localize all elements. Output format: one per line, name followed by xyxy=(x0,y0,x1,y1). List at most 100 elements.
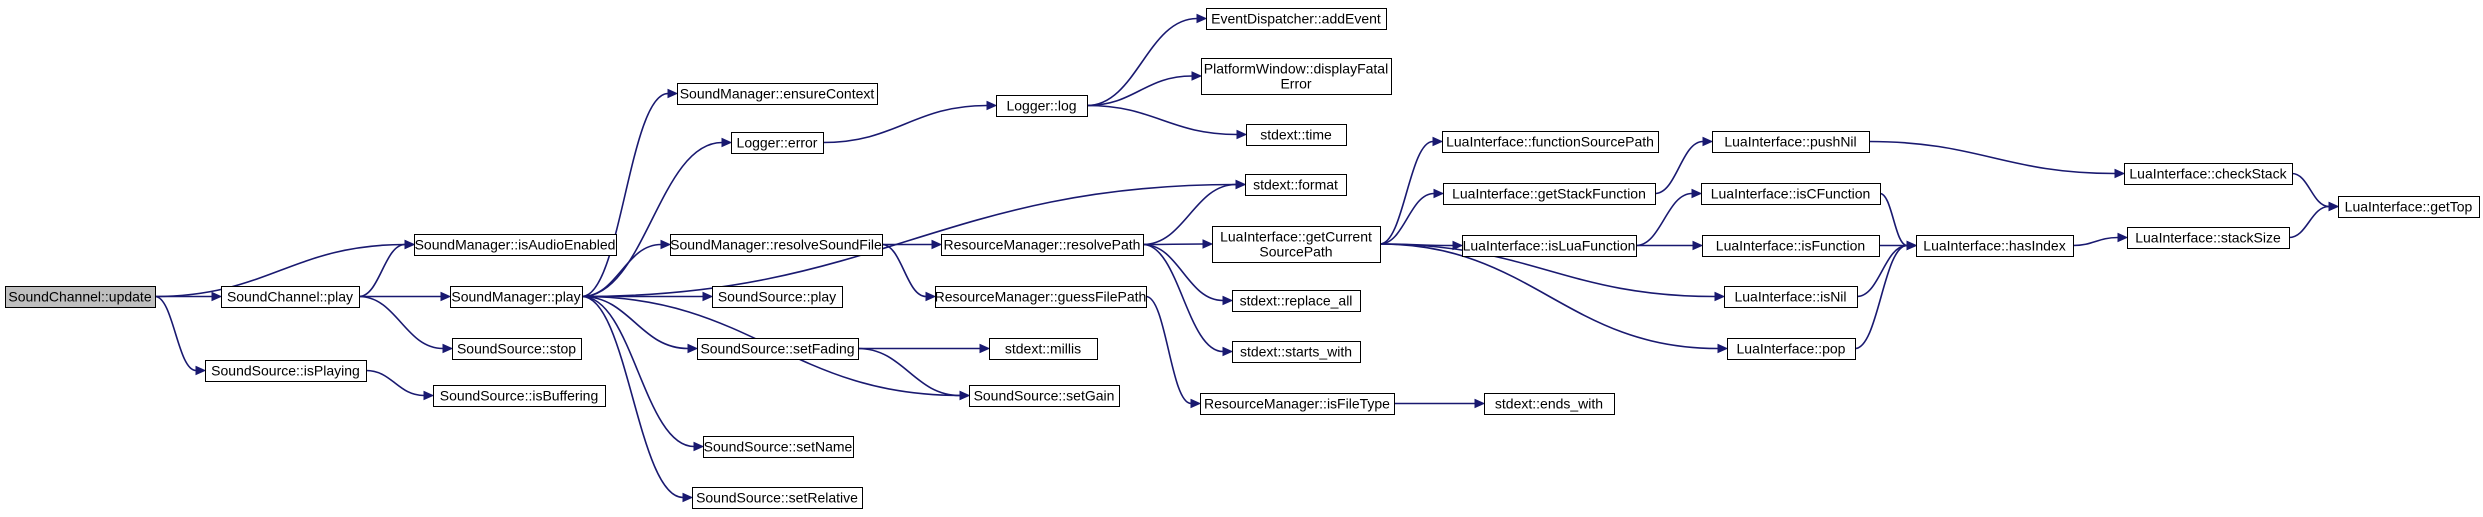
node-box xyxy=(1462,235,1637,257)
node-stdext-replace-all[interactable]: stdext::replace_all xyxy=(1232,290,1361,312)
arrowhead-icon xyxy=(667,88,679,99)
graph-edges xyxy=(154,13,2340,503)
node-soundmanager-isaudioenabled[interactable]: SoundManager::isAudioEnabled xyxy=(414,234,617,256)
edge-n5-to-n14 xyxy=(581,295,694,503)
edge-line xyxy=(154,295,197,372)
node-logger-error[interactable]: Logger::error xyxy=(731,132,824,154)
arrowhead-icon xyxy=(2117,232,2129,243)
node-resourcemanager-isfiletype[interactable]: ResourceManager::isFileType xyxy=(1200,393,1395,415)
node-box xyxy=(1245,174,1347,196)
node-box xyxy=(1484,393,1615,415)
node-soundsource-isbuffering[interactable]: SoundSource::isBuffering xyxy=(433,385,606,407)
edge-n16-to-n25 xyxy=(1142,243,1234,306)
node-luainterface-getstackfunction[interactable]: LuaInterface::getStackFunction xyxy=(1443,183,1656,205)
node-soundsource-setgain[interactable]: SoundSource::setGain xyxy=(969,385,1120,407)
node-label: stdext::millis xyxy=(1005,341,1081,357)
node-soundchannel-update[interactable]: SoundChannel::update xyxy=(5,286,156,308)
node-luainterface-hasindex[interactable]: LuaInterface::hasIndex xyxy=(1916,235,2074,257)
node-label: stdext::starts_with xyxy=(1240,344,1352,360)
node-box xyxy=(433,385,606,407)
edge-line xyxy=(1142,243,1204,246)
edge-n24-to-n28 xyxy=(1379,136,1444,245)
node-soundsource-stop[interactable]: SoundSource::stop xyxy=(452,338,582,360)
node-soundsource-play[interactable]: SoundSource::play xyxy=(712,286,843,308)
arrowhead-icon xyxy=(1202,239,1214,249)
arrowhead-icon xyxy=(1433,188,1445,199)
node-luainterface-stacksize[interactable]: LuaInterface::stackSize xyxy=(2127,227,2290,249)
node-label: LuaInterface::getStackFunction xyxy=(1452,186,1646,202)
arrowhead-icon xyxy=(1474,398,1486,409)
edge-n39-to-n40 xyxy=(2288,201,2340,239)
node-label: LuaInterface::checkStack xyxy=(2129,166,2287,182)
arrowhead-icon xyxy=(1190,398,1202,409)
node-box xyxy=(712,286,843,308)
node-luainterface-isnil[interactable]: LuaInterface::isNil xyxy=(1724,286,1858,308)
edge-n2-to-n6 xyxy=(358,295,454,354)
node-box xyxy=(1442,131,1659,153)
node-box xyxy=(1702,235,1880,257)
node-soundsource-setname[interactable]: SoundSource::setName xyxy=(703,436,854,458)
node-soundmanager-ensurecontext[interactable]: SoundManager::ensureContext xyxy=(677,83,878,105)
arrowhead-icon xyxy=(211,291,223,302)
edge-line xyxy=(1654,140,1704,195)
node-label: LuaInterface::hasIndex xyxy=(1923,238,2065,254)
node-stdext-format[interactable]: stdext::format xyxy=(1245,174,1347,196)
node-luainterface-functionsourcepath[interactable]: LuaInterface::functionSourcePath xyxy=(1442,131,1659,153)
edge-n9-to-n15 xyxy=(822,100,998,144)
node-label: LuaInterface::isLuaFunction xyxy=(1463,238,1636,254)
node-box xyxy=(1232,341,1361,363)
node-luainterface-isfunction[interactable]: LuaInterface::isFunction xyxy=(1702,235,1880,257)
edge-n16-to-n23 xyxy=(1142,179,1247,246)
node-luainterface-isluafunction[interactable]: LuaInterface::isLuaFunction xyxy=(1462,235,1637,257)
node-box xyxy=(205,360,367,382)
node-luainterface-iscfunction[interactable]: LuaInterface::isCFunction xyxy=(1701,183,1881,205)
node-label: stdext::format xyxy=(1253,177,1338,193)
edge-line xyxy=(1868,140,2116,175)
arrowhead-icon xyxy=(404,239,416,250)
node-luainterface-pushnil[interactable]: LuaInterface::pushNil xyxy=(1712,131,1870,153)
node-box xyxy=(1701,183,1881,205)
node-label: SoundSource::setName xyxy=(704,439,853,455)
node-soundchannel-play[interactable]: SoundChannel::play xyxy=(221,286,360,308)
node-resourcemanager-guessfilepath[interactable]: ResourceManager::guessFilePath xyxy=(935,286,1147,308)
node-label: PlatformWindow::displayFatal xyxy=(1204,61,1388,77)
edge-line xyxy=(365,369,425,397)
node-label: LuaInterface::functionSourcePath xyxy=(1446,134,1654,150)
arrowhead-icon xyxy=(687,343,699,354)
arrowhead-icon xyxy=(986,100,998,111)
arrowhead-icon xyxy=(2328,201,2340,212)
node-label: SoundManager::isAudioEnabled xyxy=(415,237,616,253)
node-eventdispatcher-addevent[interactable]: EventDispatcher::addEvent xyxy=(1206,8,1387,30)
edge-line xyxy=(358,295,444,350)
node-label: LuaInterface::pushNil xyxy=(1724,134,1856,150)
edge-n24-to-n36 xyxy=(1379,243,1729,354)
node-luainterface-pop[interactable]: LuaInterface::pop xyxy=(1727,338,1856,360)
node-box xyxy=(1443,183,1656,205)
node-soundmanager-play[interactable]: SoundManager::play xyxy=(450,286,583,308)
node-box xyxy=(1206,8,1387,30)
node-stdext-time[interactable]: stdext::time xyxy=(1246,124,1347,146)
node-stdext-ends-with[interactable]: stdext::ends_with xyxy=(1484,393,1615,415)
node-soundsource-isplaying[interactable]: SoundSource::isPlaying xyxy=(205,360,367,382)
node-logger-log[interactable]: Logger::log xyxy=(996,95,1088,117)
edge-line xyxy=(581,183,1237,298)
edge-line xyxy=(1379,243,1719,350)
edge-line xyxy=(581,295,684,499)
node-label: LuaInterface::getCurrent xyxy=(1220,229,1372,245)
node-soundsource-setfading[interactable]: SoundSource::setFading xyxy=(697,338,859,360)
node-luainterface-gettop[interactable]: LuaInterface::getTop xyxy=(2338,196,2480,218)
node-resourcemanager-resolvepath[interactable]: ResourceManager::resolvePath xyxy=(941,234,1144,256)
edge-line xyxy=(1854,244,1908,350)
node-box xyxy=(935,286,1147,308)
arrowhead-icon xyxy=(1702,136,1714,147)
node-soundmanager-resolvesoundfile[interactable]: SoundManager::resolveSoundFile xyxy=(670,234,883,256)
node-luainterface-checkstack[interactable]: LuaInterface::checkStack xyxy=(2124,163,2293,185)
edge-line xyxy=(881,243,927,298)
node-soundsource-setrelative[interactable]: SoundSource::setRelative xyxy=(692,487,863,509)
node-stdext-starts-with[interactable]: stdext::starts_with xyxy=(1232,341,1361,363)
arrowhead-icon xyxy=(660,239,672,250)
edge-n33-to-n37 xyxy=(1879,192,1918,251)
node-stdext-millis[interactable]: stdext::millis xyxy=(989,338,1098,360)
